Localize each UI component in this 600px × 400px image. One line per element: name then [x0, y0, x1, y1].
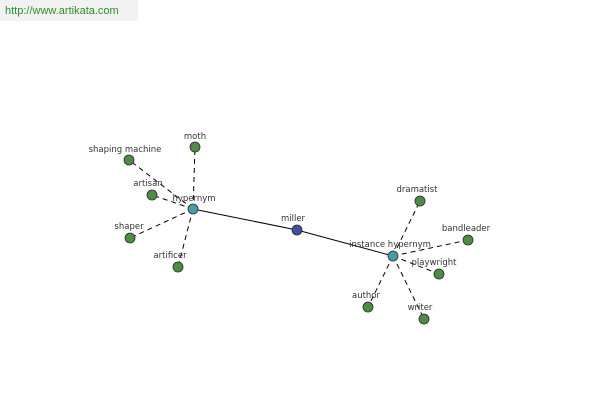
- node-hypernym-label[interactable]: hypernym: [172, 194, 215, 204]
- node-artisan-dot[interactable]: [146, 189, 158, 201]
- edge-instance-hypernym-to-writer: [392, 255, 425, 320]
- node-instance-hypernym-label[interactable]: instance hypernym: [349, 240, 431, 250]
- site-link-bar[interactable]: http://www.artikata.com: [0, 0, 138, 21]
- node-shaper[interactable]: shaper: [114, 222, 144, 244]
- node-artisan-label[interactable]: artisan: [133, 179, 162, 189]
- node-moth[interactable]: moth: [184, 132, 206, 153]
- node-playwright-label[interactable]: playwright: [412, 258, 458, 268]
- node-writer-dot[interactable]: [418, 313, 430, 325]
- edge-instance-hypernym-to-bandleader: [392, 239, 469, 257]
- node-writer[interactable]: writer: [408, 303, 433, 325]
- node-dramatist-label[interactable]: dramatist: [396, 185, 438, 195]
- edge-hypernym-to-shaper: [129, 208, 194, 239]
- node-hypernym-dot[interactable]: [187, 203, 199, 215]
- node-moth-label[interactable]: moth: [184, 132, 206, 142]
- site-url-link[interactable]: http://www.artikata.com: [5, 5, 119, 17]
- node-bandleader[interactable]: bandleader: [442, 224, 491, 246]
- node-artificer-label[interactable]: artificer: [153, 251, 187, 261]
- edge-miller-to-instance-hypernym: [296, 229, 394, 257]
- node-writer-label[interactable]: writer: [408, 303, 433, 313]
- node-author-label[interactable]: author: [352, 291, 381, 301]
- node-shaper-dot[interactable]: [124, 232, 136, 244]
- node-artisan[interactable]: artisan: [133, 179, 163, 201]
- node-shaping-machine-dot[interactable]: [123, 154, 135, 166]
- node-shaping-machine[interactable]: shaping machine: [89, 145, 162, 166]
- node-playwright[interactable]: playwright: [412, 258, 458, 280]
- node-author[interactable]: author: [352, 291, 381, 313]
- edge-hypernym-to-artificer: [177, 208, 194, 268]
- node-miller-label[interactable]: miller: [281, 214, 306, 224]
- node-instance-hypernym[interactable]: instance hypernym: [349, 240, 431, 262]
- node-artificer-dot[interactable]: [172, 261, 184, 273]
- node-playwright-dot[interactable]: [433, 268, 445, 280]
- edge-hypernym-to-shaping-machine: [128, 159, 194, 210]
- node-miller[interactable]: miller: [281, 214, 306, 236]
- node-shaping-machine-label[interactable]: shaping machine: [89, 145, 162, 155]
- edge-hypernym-to-artisan: [151, 194, 194, 210]
- node-instance-hypernym-dot[interactable]: [387, 250, 399, 262]
- edges-layer: [128, 146, 469, 320]
- node-dramatist-dot[interactable]: [414, 195, 426, 207]
- edge-instance-hypernym-to-dramatist: [392, 200, 421, 257]
- node-miller-dot[interactable]: [291, 224, 303, 236]
- node-shaper-label[interactable]: shaper: [114, 222, 144, 232]
- node-dramatist[interactable]: dramatist: [396, 185, 438, 207]
- node-hypernym[interactable]: hypernym: [172, 194, 216, 215]
- nodes-layer: miller hypernym instance hypernym moth shapi…: [89, 132, 491, 325]
- node-author-dot[interactable]: [362, 301, 374, 313]
- node-bandleader-dot[interactable]: [462, 234, 474, 246]
- node-artificer[interactable]: artificer: [153, 251, 187, 273]
- edge-miller-to-hypernym: [192, 208, 298, 231]
- edge-hypernym-to-moth: [192, 146, 196, 210]
- node-moth-dot[interactable]: [189, 141, 201, 153]
- edge-instance-hypernym-to-author: [367, 255, 394, 308]
- node-bandleader-label[interactable]: bandleader: [442, 224, 491, 234]
